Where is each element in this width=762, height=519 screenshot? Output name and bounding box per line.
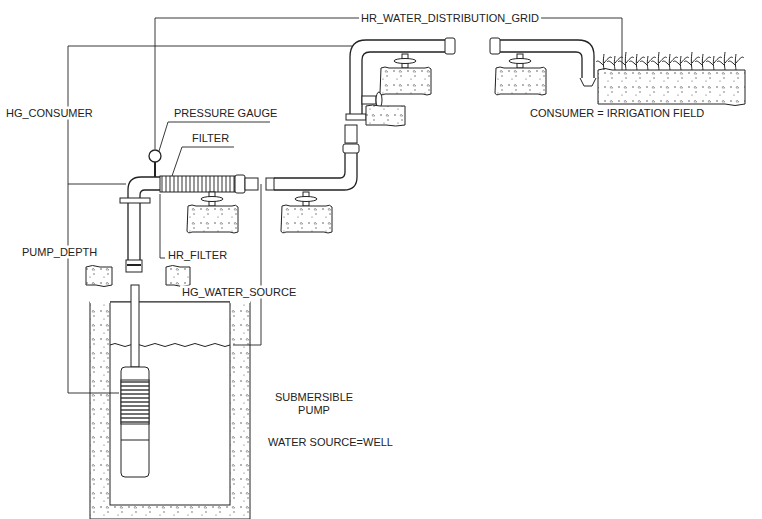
plant-row	[724, 52, 726, 70]
plant-row	[658, 52, 660, 70]
pipe-support	[187, 54, 546, 233]
label-text: WATER SOURCE=WELL	[266, 436, 395, 449]
valve	[366, 105, 405, 126]
label-text: PUMP_DEPTH	[20, 246, 99, 259]
well	[110, 302, 230, 505]
label-text: PRESSURE GAUGE	[172, 107, 279, 120]
riser-pipe	[120, 198, 150, 203]
pipe	[346, 114, 366, 120]
valve	[362, 96, 376, 104]
pipe	[580, 78, 596, 86]
pipe-support	[281, 192, 332, 233]
label-text: HR_FILTER	[166, 249, 229, 262]
well	[110, 344, 230, 347]
pipe-support	[187, 192, 238, 233]
pressure-gauge	[149, 150, 161, 177]
riser-pipe	[127, 264, 141, 266]
leader-line	[172, 147, 234, 176]
label-text: FILTER	[190, 132, 231, 145]
ground-block	[166, 266, 190, 287]
pipe	[345, 125, 357, 143]
plant-row	[691, 52, 693, 70]
leader-line	[68, 184, 126, 185]
filter	[160, 176, 235, 192]
label-text: CONSUMER = IRRIGATION FIELD	[528, 107, 706, 120]
leader-line	[160, 194, 165, 258]
submersible-pump	[131, 285, 139, 367]
pipe	[343, 144, 359, 153]
riser-pipe	[120, 177, 160, 272]
pipe	[274, 152, 357, 190]
leader-line	[155, 18, 622, 149]
leader-line	[159, 122, 270, 151]
riser-pipe	[126, 260, 142, 272]
leader-line	[68, 46, 352, 393]
leader-line	[233, 184, 261, 345]
submersible-pump	[121, 380, 149, 424]
pipe	[490, 38, 500, 54]
pressure-gauge	[154, 162, 156, 177]
plant-row	[625, 52, 627, 70]
label-text: HG_WATER_SOURCE	[180, 286, 298, 299]
pipe	[266, 178, 274, 190]
submersible-pump	[121, 440, 149, 441]
label-text: SUBMERSIBLE PUMP	[266, 391, 362, 417]
irrigation-field	[598, 69, 745, 106]
pipe	[445, 38, 455, 54]
submersible-pump	[121, 367, 149, 477]
pipe-support	[495, 54, 546, 95]
well	[90, 302, 250, 519]
filter	[245, 178, 258, 190]
label-text: HG_CONSUMER	[4, 107, 95, 120]
well	[230, 301, 250, 303]
submersible-pump	[121, 285, 149, 477]
well	[90, 301, 110, 303]
leader-line	[68, 18, 622, 393]
pipe-support	[380, 54, 431, 95]
filter	[160, 175, 258, 193]
valve	[362, 92, 405, 126]
irrigation-field	[596, 52, 745, 106]
label-text: HR_WATER_DISTRIBUTION_GRID	[359, 12, 541, 25]
plant-row	[728, 57, 744, 66]
plant-row	[596, 52, 744, 70]
riser-pipe	[128, 177, 160, 272]
ground-block	[86, 266, 112, 287]
well	[90, 302, 250, 519]
pressure-gauge	[149, 150, 161, 162]
filter	[235, 175, 245, 193]
